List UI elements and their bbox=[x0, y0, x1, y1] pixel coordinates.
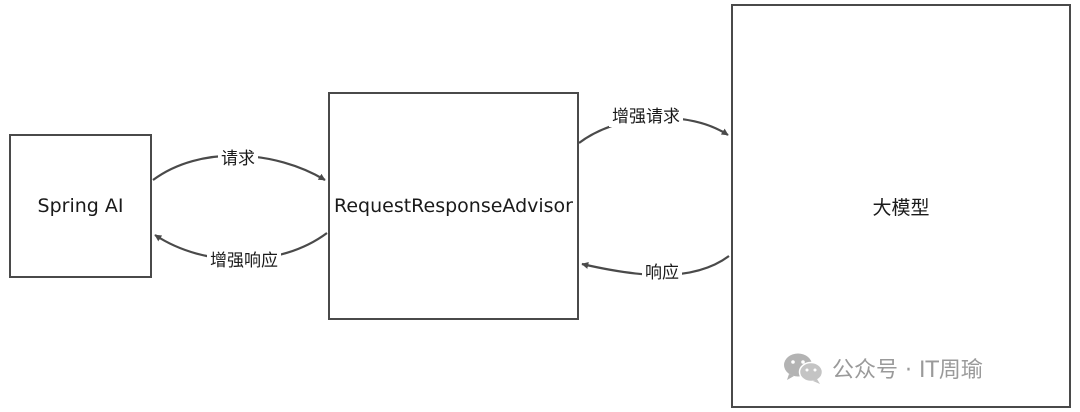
watermark: 公众号 · IT周瑜 bbox=[782, 351, 983, 385]
node-spring-ai-label: Spring AI bbox=[37, 195, 124, 217]
node-request-response-advisor: RequestResponseAdvisor bbox=[328, 92, 579, 320]
node-large-model: 大模型 bbox=[731, 4, 1071, 408]
watermark-text: 公众号 · IT周瑜 bbox=[832, 358, 983, 383]
edge-label-response: 响应 bbox=[642, 263, 682, 283]
wechat-icon bbox=[784, 353, 824, 384]
edge-label-enhanced-request: 增强请求 bbox=[609, 107, 683, 127]
node-spring-ai: Spring AI bbox=[9, 134, 152, 278]
edge-label-enhanced-response: 增强响应 bbox=[207, 251, 281, 271]
node-advisor-label: RequestResponseAdvisor bbox=[333, 195, 573, 217]
edge-label-request: 请求 bbox=[218, 149, 258, 169]
node-model-label: 大模型 bbox=[872, 196, 930, 219]
